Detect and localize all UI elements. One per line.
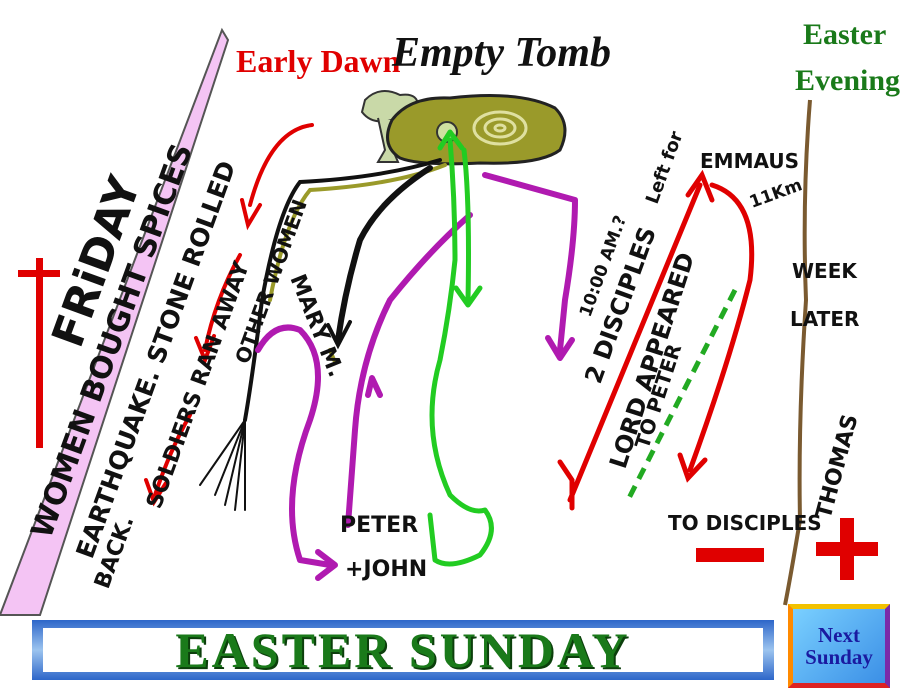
easter-label: Easter [803,18,886,51]
purple-path [255,172,578,581]
emmaus-label: EMMAUS [700,149,799,173]
peter-label: PETER [340,513,418,538]
green-path [427,129,494,567]
red-arrows [144,123,314,507]
evening-label: Evening [795,64,900,97]
plus-icon [816,518,878,580]
emmaus-path [557,169,755,511]
minus-icon [696,548,764,562]
empty-tomb-title: Empty Tomb [391,30,611,76]
friday-panel [0,27,230,616]
week-label: WEEK [792,259,858,283]
women-path [199,158,447,511]
later-label: LATER [790,307,859,331]
next-sunday-label: Next Sunday [805,622,873,669]
left-for-label: Left for [642,129,688,207]
banner-title: EASTER SUNDAY [175,622,631,678]
early-dawn-label: Early Dawn [236,43,401,79]
thomas-label: THOMAS [812,412,864,522]
evening-divider-line [783,99,812,606]
next-sunday-button[interactable]: Next Sunday [788,604,890,688]
cross-icon [18,258,60,448]
easter-sunday-banner: EASTER SUNDAY [32,620,774,680]
distance-label: 11Km [747,175,805,212]
tomb-illustration [386,94,567,166]
john-label: +JOHN [345,557,427,582]
to-disciples-label: TO DISCIPLES [668,511,822,535]
